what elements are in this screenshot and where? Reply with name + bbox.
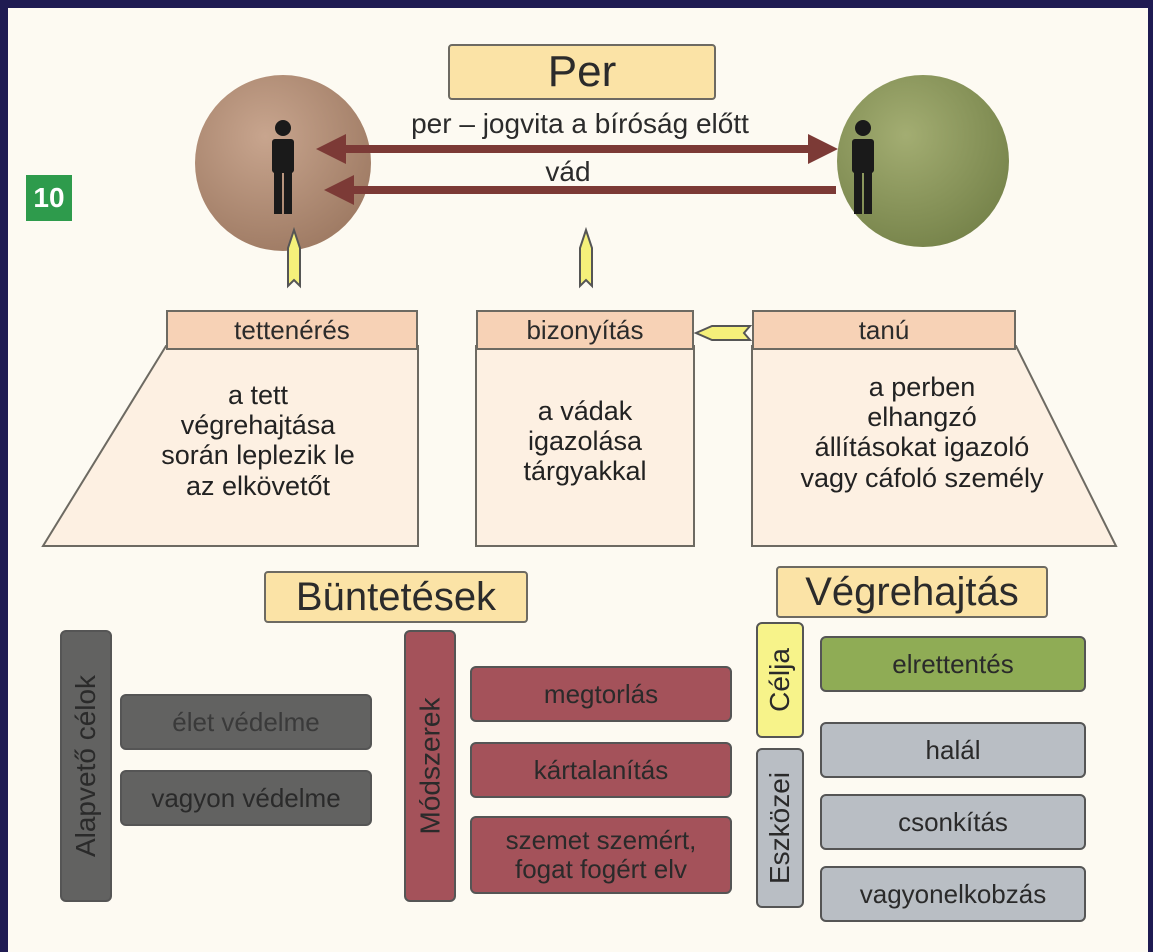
methods-label-box: Módszerek (404, 630, 456, 902)
methods-label: Módszerek (414, 697, 445, 835)
tools-label-box: Eszközei (756, 748, 804, 908)
tool-death: halál (820, 722, 1086, 778)
accusation-text: vád (545, 156, 591, 187)
pointer-arrow-3 (693, 325, 753, 341)
per-title: Per (547, 47, 617, 96)
tool-text-3: vagyonelkobzás (859, 878, 1047, 909)
method-text-3: szemet szemért, fogat fogért elv (505, 825, 697, 884)
purpose-deterrence: elrettentés (820, 636, 1086, 692)
goals-label: Alapvető célok (70, 674, 102, 858)
defendant-circle (837, 75, 1009, 247)
lawsuit-definition: per – jogvita a bíróság előtt (360, 106, 800, 142)
card-title-2: bizonyítás (526, 314, 644, 345)
lawsuit-arrow (316, 134, 838, 164)
purpose-label-box: Célja (756, 622, 804, 738)
method-eye-for-eye: szemet szemért, fogat fogért elv (470, 816, 732, 894)
method-retaliation: megtorlás (470, 666, 732, 722)
pointer-arrow-1 (287, 226, 301, 289)
goal-text-1: élet védelme (172, 706, 320, 737)
goal-text-2: vagyon védelme (151, 782, 341, 813)
pointer-arrow-2 (579, 226, 593, 289)
per-title-box: Per (448, 44, 716, 100)
goals-label-box: Alapvető célok (60, 630, 112, 902)
page-number-badge: 10 (26, 175, 72, 221)
purpose-text: elrettentés (892, 648, 1014, 679)
method-text-2: kártalanítás (533, 754, 669, 785)
vegrehajtas-title-box: Végrehajtás (776, 566, 1048, 618)
accusation-label: vád (508, 156, 628, 188)
method-text-1: megtorlás (543, 678, 659, 709)
goal-life-protection: élet védelme (120, 694, 372, 750)
buntetesek-title-box: Büntetések (264, 571, 528, 623)
tools-label: Eszközei (764, 771, 796, 885)
accusation-arrow (324, 175, 836, 205)
connector-graphics (41, 75, 1118, 547)
tool-mutilation: csonkítás (820, 794, 1086, 850)
goal-property-protection: vagyon védelme (120, 770, 372, 826)
plaintiff-person-icon (272, 120, 294, 214)
defendant-person-icon (852, 120, 874, 214)
card-header-bizonyítás: bizonyítás (476, 310, 694, 350)
card-title-3: tanú (858, 314, 910, 345)
tool-text-1: halál (925, 734, 981, 765)
lawsuit-definition-text: per – jogvita a bíróság előtt (411, 108, 749, 139)
vegrehajtas-title: Végrehajtás (805, 569, 1019, 614)
tool-text-2: csonkítás (898, 806, 1008, 837)
diagram-canvas: 10 (8, 8, 1148, 952)
purpose-label: Célja (764, 648, 795, 712)
card-header-tanú: tanú (752, 310, 1016, 350)
card-text-3: a perben elhangzó állításokat igazoló va… (800, 372, 1044, 493)
buntetesek-title: Büntetések (295, 574, 497, 619)
card-text-1: a tett végrehajtása során leplezik le az… (161, 380, 355, 501)
card-text-2: a vádak igazolása tárgyakkal (523, 396, 647, 487)
badge-text: 10 (33, 182, 65, 213)
tool-confiscation: vagyonelkobzás (820, 866, 1086, 922)
card-header-tettenerés: tettenérés (166, 310, 418, 350)
method-compensation: kártalanítás (470, 742, 732, 798)
card-title-1: tettenérés (234, 314, 350, 345)
